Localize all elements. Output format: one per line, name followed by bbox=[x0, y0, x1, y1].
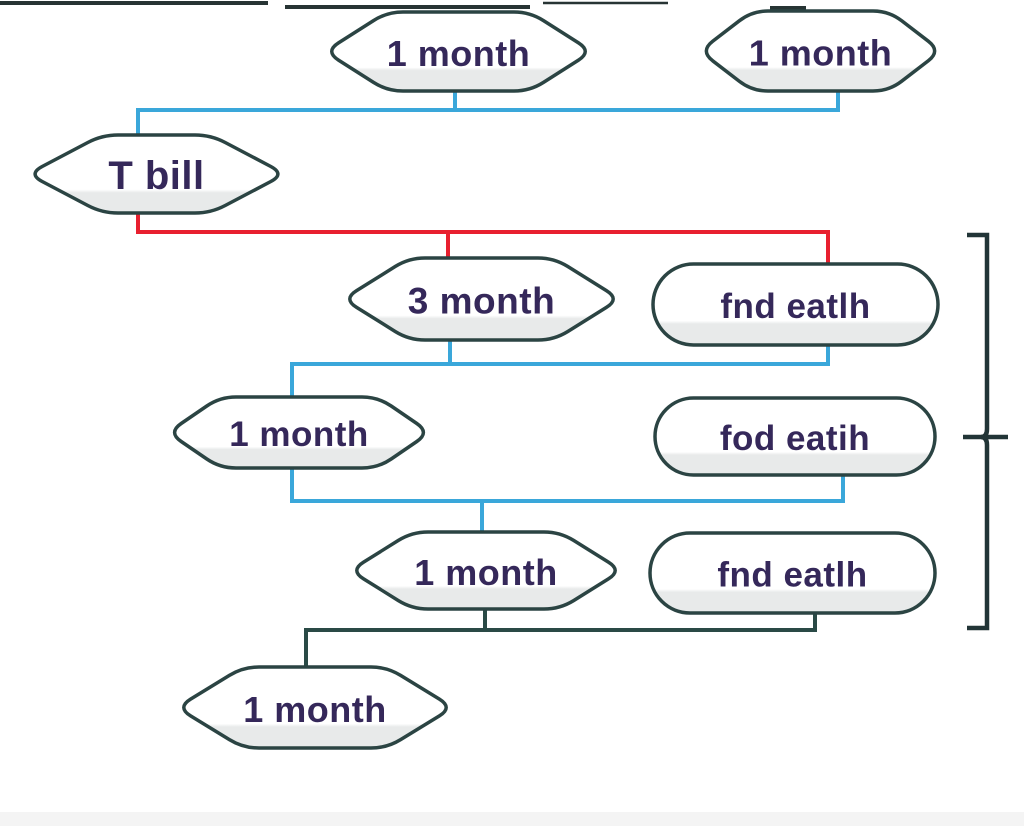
node-month1-top-right: 1 month bbox=[704, 9, 937, 93]
node-label: 1 month bbox=[414, 552, 558, 593]
node-shape bbox=[182, 665, 448, 750]
node-shape bbox=[348, 256, 615, 342]
node-shape bbox=[648, 531, 937, 615]
node-label: 1 month bbox=[749, 33, 893, 74]
node-shape bbox=[704, 9, 937, 93]
node-fnd-eatlh-b: fnd eatlh bbox=[648, 531, 937, 615]
node-label: 3 month bbox=[408, 281, 555, 322]
node-label: 1 month bbox=[243, 689, 387, 730]
node-month1-bottom: 1 month bbox=[182, 665, 448, 750]
node-fod-eatih: fod eatih bbox=[653, 396, 937, 477]
cropped-bottom-band bbox=[0, 812, 1024, 826]
node-month1-mid-left: 1 month bbox=[172, 395, 426, 470]
node-month1-mid-center: 1 month bbox=[355, 530, 617, 611]
node-shape bbox=[355, 530, 617, 611]
node-shape bbox=[653, 396, 937, 477]
node-label: T bill bbox=[108, 154, 204, 198]
node-label: 1 month bbox=[229, 415, 369, 454]
node-label: 1 month bbox=[387, 33, 531, 74]
node-fnd-eatlh-a: fnd eatlh bbox=[651, 262, 940, 347]
node-label: fnd eatlh bbox=[717, 556, 867, 595]
node-label: fod eatih bbox=[720, 419, 870, 458]
right-bracket bbox=[967, 232, 990, 631]
node-label: fnd eatlh bbox=[720, 287, 870, 326]
node-shape bbox=[33, 133, 280, 215]
node-month1-top-left: 1 month bbox=[330, 10, 587, 93]
node-shape bbox=[651, 262, 940, 347]
node-shape bbox=[330, 10, 587, 93]
node-shape bbox=[172, 395, 426, 470]
node-month3: 3 month bbox=[348, 256, 615, 342]
node-t-bill: T bill bbox=[33, 133, 280, 215]
